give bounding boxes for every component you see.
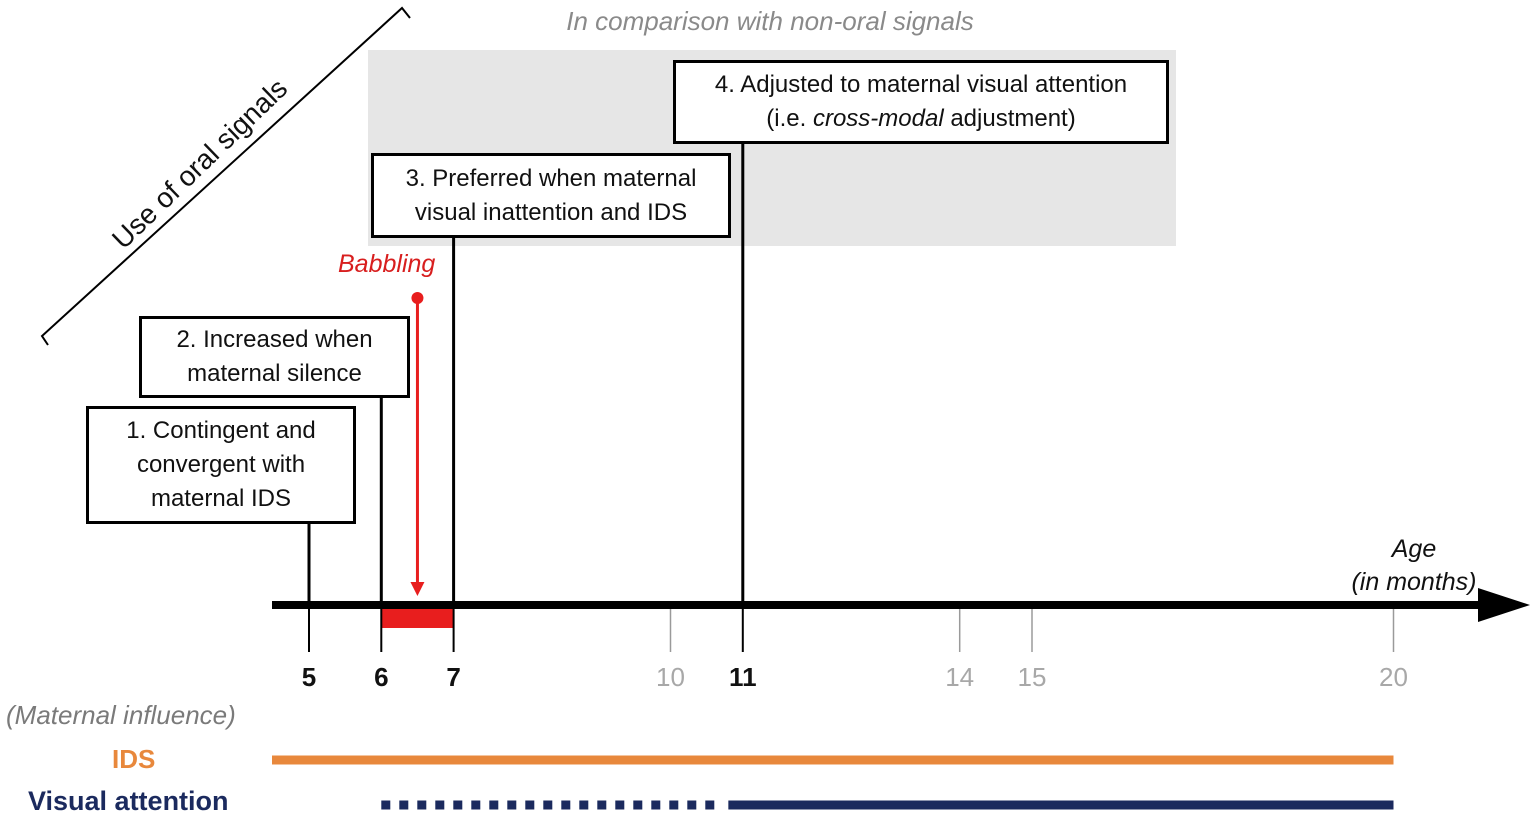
tick-label-11: 11 <box>729 662 757 692</box>
comparison-label: In comparison with non-oral signals <box>566 6 974 36</box>
milestone-4-line2-italic: cross-modal <box>812 105 944 132</box>
oral-signals-bracket <box>40 6 411 346</box>
ids-influence-label: IDS <box>112 744 156 774</box>
age-axis-ticks <box>308 605 1395 652</box>
milestone-box-3: 3. Preferred when maternal visual inatte… <box>371 153 731 238</box>
milestone-box-1: 1. Contingent and convergent with matern… <box>86 406 356 524</box>
milestone-box-4: 4. Adjusted to maternal visual attention… <box>673 60 1169 144</box>
milestone-2-line1: 2. Increased when <box>176 326 373 353</box>
maternal-influence-label: (Maternal influence) <box>6 700 236 730</box>
babbling-dot <box>411 292 424 304</box>
age-axis-arrowhead <box>1478 588 1530 622</box>
milestone-box-2: 2. Increased when maternal silence <box>139 316 410 398</box>
milestone-2-line2: maternal silence <box>187 360 362 387</box>
milestone-3-line2: visual inattention and IDS <box>414 198 688 226</box>
milestone-4-line1: 4. Adjusted to maternal visual attention <box>714 71 1128 98</box>
visual-attention-influence-label: Visual attention <box>28 786 229 816</box>
milestone-4-line2-after: adjustment) <box>943 105 1076 132</box>
tick-label-14: 14 <box>945 662 975 692</box>
tick-label-5: 5 <box>301 662 317 692</box>
milestone-4-line2: (i.e. cross-modal adjustment) <box>766 102 1075 136</box>
milestone-4-line2-before: (i.e. <box>766 105 813 132</box>
milestone-1-line2: convergent with <box>136 451 306 478</box>
age-axis-label-line1: Age <box>1391 535 1437 563</box>
tick-label-20: 20 <box>1379 662 1408 692</box>
babbling-period-bar <box>381 606 454 628</box>
milestone-3-line1: 3. Preferred when maternal <box>405 164 697 192</box>
tick-label-10: 10 <box>656 662 685 692</box>
tick-label-15: 15 <box>1017 662 1047 692</box>
tick-label-7: 7 <box>446 662 461 692</box>
age-axis-label: Age (in months) <box>1340 533 1488 599</box>
milestone-1-line1: 1. Contingent and <box>126 417 316 444</box>
tick-label-6: 6 <box>374 662 389 692</box>
babbling-label: Babbling <box>338 250 436 278</box>
milestone-1-line3: maternal IDS <box>150 485 292 512</box>
babbling-arrowhead <box>410 582 425 596</box>
age-axis-label-line2: (in months) <box>1351 568 1477 596</box>
